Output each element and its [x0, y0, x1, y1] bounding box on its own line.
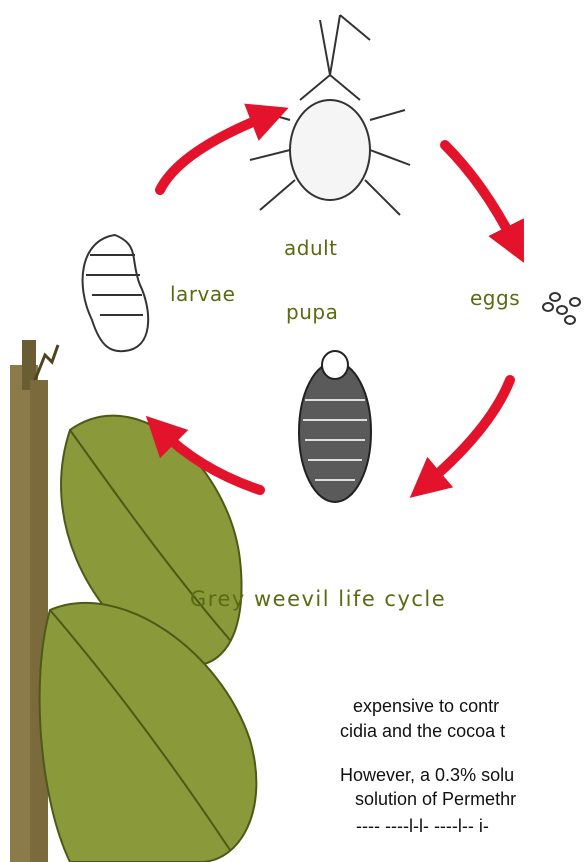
eggs-illustration	[543, 293, 580, 324]
body-text-line-5: ---- ----l-l- ----l-- i-	[356, 815, 489, 838]
arrow-adult-to-eggs	[445, 145, 515, 245]
arrow-larvae-to-adult	[160, 115, 270, 190]
larvae-illustration	[83, 235, 149, 351]
stage-label-larvae: larvae	[170, 282, 235, 306]
stage-label-adult: adult	[284, 236, 338, 260]
body-text-line-2: cidia and the cocoa t	[340, 720, 505, 743]
stage-label-eggs: eggs	[470, 286, 520, 310]
body-text-line-4: solution of Permethr	[355, 788, 516, 811]
pupa-illustration	[299, 351, 371, 502]
body-text-line-1: expensive to contr	[353, 695, 499, 718]
diagram-caption: Grey weevil life cycle	[190, 587, 446, 611]
arrow-eggs-to-pupa	[425, 380, 510, 485]
stage-label-pupa: pupa	[286, 300, 338, 324]
body-text-line-3: However, a 0.3% solu	[340, 764, 514, 787]
